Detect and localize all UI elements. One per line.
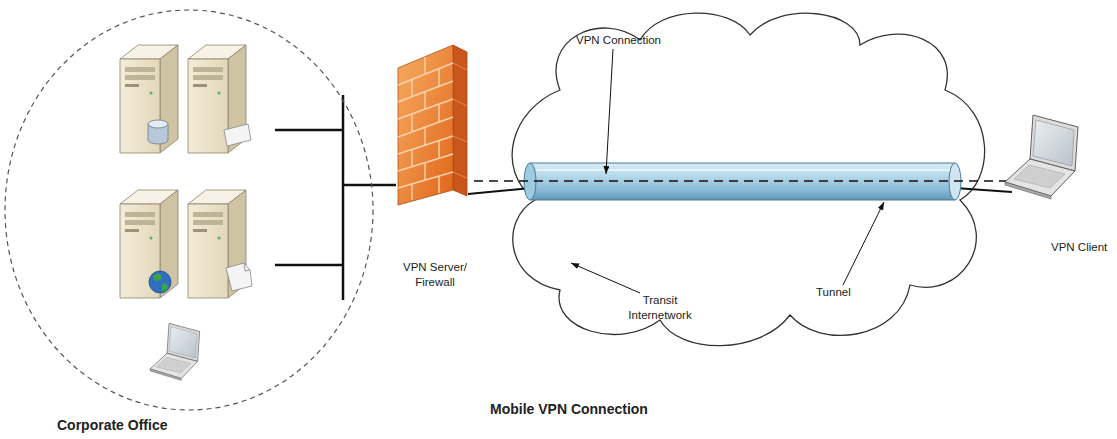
lan-wire <box>275 264 343 267</box>
callout-label: VPN Connection <box>576 33 696 48</box>
wan-wire <box>468 188 531 194</box>
document-icon <box>226 263 252 291</box>
callout-leader <box>843 202 884 285</box>
callout-leader <box>571 263 640 293</box>
database-server <box>120 45 178 153</box>
transit-cloud <box>512 13 985 346</box>
lan-wire <box>343 184 375 187</box>
dashed-ellipse-outline <box>3 5 375 435</box>
lan-wire <box>275 129 343 132</box>
dashed-ellipse <box>5 10 373 410</box>
node-label: VPN Client <box>1051 240 1115 255</box>
callout-label: Tunnel <box>816 285 876 300</box>
lan-wire <box>342 95 345 300</box>
callout-leader <box>606 49 613 174</box>
callout-label: Transit Internetwork <box>610 293 710 323</box>
wan-wire <box>955 188 1012 192</box>
vpn-client: VPN Client <box>1003 112 1115 257</box>
node-label: Corporate Office <box>57 418 237 433</box>
database-icon <box>148 120 168 144</box>
vpn-connection-line <box>474 180 1003 182</box>
firewall-wall <box>398 45 467 205</box>
office-laptop <box>150 323 200 380</box>
mail-icon <box>224 124 251 146</box>
client-laptop <box>1005 115 1078 199</box>
figure-caption: Mobile VPN Connection <box>490 402 730 417</box>
web-server <box>120 190 178 298</box>
lan-link <box>375 184 396 187</box>
office-boundary: Corporate Office <box>3 5 375 435</box>
vpn-server-firewall: VPN Server/ Firewall <box>396 42 474 294</box>
tunnel-tube <box>524 163 961 200</box>
node-label: VPN Server/ Firewall <box>396 260 474 290</box>
lan-bus <box>275 95 375 300</box>
globe-icon <box>149 271 171 293</box>
